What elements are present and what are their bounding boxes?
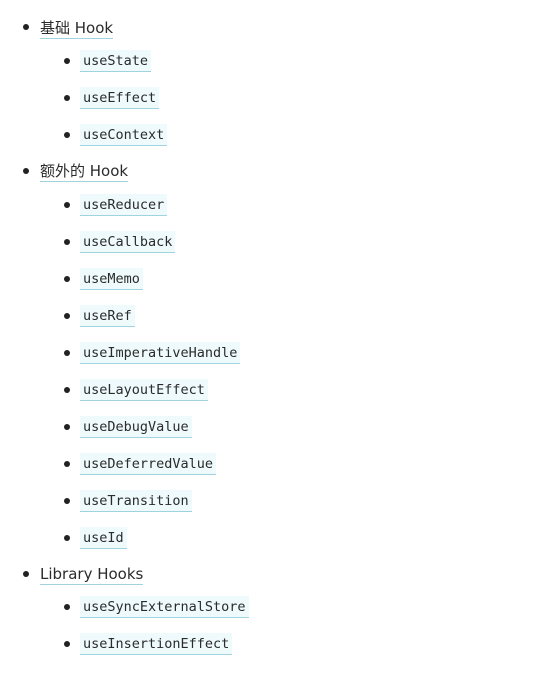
- bullet-icon: [64, 350, 70, 356]
- bullet-icon: [64, 202, 70, 208]
- hook-link-usereducer[interactable]: useReducer: [80, 194, 168, 216]
- hook-link-usesyncexternalstore[interactable]: useSyncExternalStore: [80, 596, 249, 618]
- hook-link-usedebugvalue[interactable]: useDebugValue: [80, 416, 192, 438]
- bullet-icon: [23, 24, 29, 30]
- bullet-icon: [64, 239, 70, 245]
- hook-link-useimperativehandle[interactable]: useImperativeHandle: [80, 342, 241, 364]
- hook-link-uselayouteffect[interactable]: useLayoutEffect: [80, 379, 208, 401]
- bullet-icon: [64, 604, 70, 610]
- bullet-icon: [64, 424, 70, 430]
- hook-link-useinsertioneffect[interactable]: useInsertionEffect: [80, 633, 233, 655]
- section-link-additional-hooks[interactable]: 额外的 Hook: [40, 161, 129, 182]
- hook-link-useeffect[interactable]: useEffect: [80, 87, 160, 109]
- bullet-icon: [64, 132, 70, 138]
- hook-link-usetransition[interactable]: useTransition: [80, 490, 192, 512]
- hook-link-usecallback[interactable]: useCallback: [80, 231, 176, 253]
- bullet-icon: [64, 313, 70, 319]
- bullet-icon: [64, 95, 70, 101]
- bullet-icon: [64, 387, 70, 393]
- bullet-icon: [64, 461, 70, 467]
- hook-link-usecontext[interactable]: useContext: [80, 124, 168, 146]
- hook-link-usememo[interactable]: useMemo: [80, 268, 143, 290]
- bullet-icon: [64, 276, 70, 282]
- bullet-icon: [64, 641, 70, 647]
- hook-link-usedeferredvalue[interactable]: useDeferredValue: [80, 453, 217, 475]
- bullet-icon: [64, 535, 70, 541]
- section-link-library-hooks[interactable]: Library Hooks: [40, 564, 144, 585]
- bullet-icon: [64, 58, 70, 64]
- bullet-icon: [64, 498, 70, 504]
- section-link-basic-hooks[interactable]: 基础 Hook: [40, 18, 114, 39]
- hook-link-usestate[interactable]: useState: [80, 50, 152, 72]
- bullet-icon: [23, 571, 29, 577]
- hook-link-useref[interactable]: useRef: [80, 305, 135, 327]
- bullet-icon: [23, 168, 29, 174]
- hook-link-useid[interactable]: useId: [80, 527, 127, 549]
